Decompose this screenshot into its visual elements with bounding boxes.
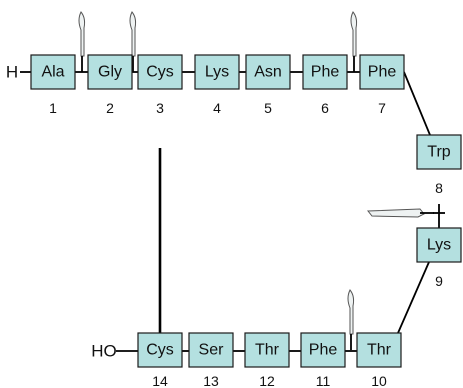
residue-number: 12 [259, 373, 275, 388]
residue-box [245, 54, 291, 90]
residue-label: Cys [146, 342, 174, 359]
residue-box [87, 54, 133, 90]
residue-number: 7 [378, 100, 386, 116]
residue-number: 8 [435, 180, 443, 196]
residue-label: Gly [98, 64, 122, 81]
side-chain-flag-icon [347, 289, 355, 335]
residue-number: 10 [371, 373, 387, 388]
residue-box [137, 54, 183, 90]
residue-box [188, 332, 234, 368]
side-chain-flag-icon [366, 208, 425, 218]
residue-box [244, 332, 290, 368]
side-chain-markers [78, 11, 434, 350]
residue-label: Lys [427, 237, 451, 254]
residue-label: Phe [311, 64, 340, 81]
side-chain-flag-icon [350, 11, 358, 57]
residue-chain: Ala1Gly2Cys3Lys4Asn5Phe6Phe7Trp8Lys9Thr1… [30, 54, 462, 388]
residue-number: 1 [49, 100, 57, 116]
residue-number: 2 [106, 100, 114, 116]
residue-label: Ser [199, 342, 225, 359]
side-chain-flag-icon [78, 11, 86, 57]
residue-number: 3 [156, 100, 164, 116]
residue-label: Trp [427, 144, 451, 161]
residue-box [30, 54, 76, 90]
residue-box [302, 54, 348, 90]
residue-box [300, 332, 346, 368]
residue-label: Phe [368, 64, 397, 81]
residue-box [359, 54, 405, 90]
residue-label: Asn [254, 64, 282, 81]
peptide-bonds [20, 71, 445, 352]
residue-number: 11 [316, 373, 331, 388]
residue-number: 5 [264, 100, 272, 116]
residue-number: 14 [152, 373, 168, 388]
residue-number: 6 [321, 100, 329, 116]
residue-number: 13 [203, 373, 219, 388]
residue-box [356, 332, 402, 368]
residue-number: 9 [435, 273, 443, 289]
residue-label: Cys [146, 64, 174, 81]
peptide-bond [403, 71, 431, 136]
residue-label: Thr [255, 342, 280, 359]
residue-label: Phe [309, 342, 338, 359]
peptide-bond [397, 261, 430, 334]
residue-label: Ala [41, 64, 64, 81]
side-chain-flag-icon [129, 11, 137, 57]
n-terminus-label: H [6, 63, 18, 82]
residue-label: Thr [367, 342, 392, 359]
residue-box [137, 332, 183, 368]
c-terminus-label: HO [91, 342, 117, 361]
residue-box [416, 227, 462, 263]
residue-box [194, 54, 240, 90]
residue-number: 4 [213, 100, 221, 116]
residue-box [416, 134, 462, 170]
residue-label: Lys [205, 64, 229, 81]
